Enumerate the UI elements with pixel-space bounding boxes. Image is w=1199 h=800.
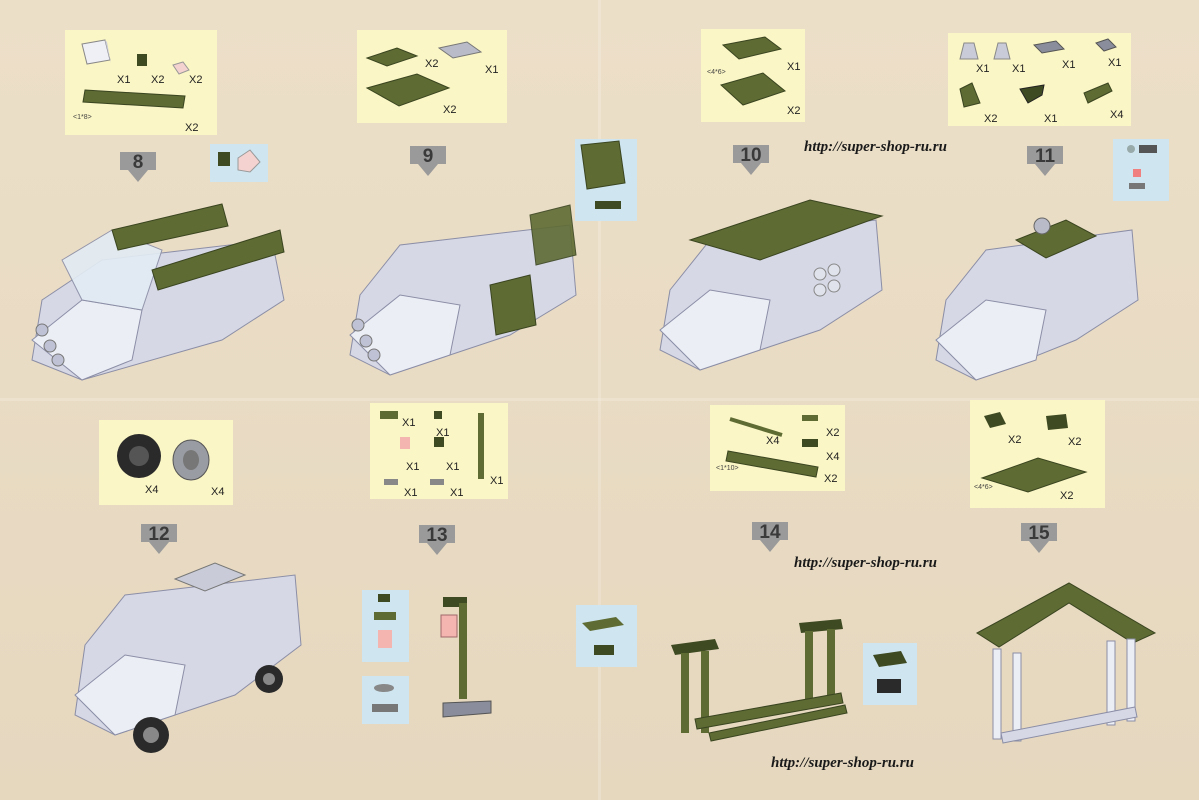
step-number-8: 8 <box>118 150 168 190</box>
part-quantity: X2 <box>824 473 838 485</box>
part-size-label: <4*6> <box>707 69 726 76</box>
paper-fold <box>0 398 1199 401</box>
part-quantity: X4 <box>766 435 780 447</box>
parts-illustration <box>719 36 787 106</box>
parts-illustration <box>81 39 190 109</box>
part-quantity: X1 <box>1012 63 1026 75</box>
part-quantity: X2 <box>185 122 199 134</box>
step-label: 12 <box>148 524 170 545</box>
lamp-post-step-13 <box>440 597 492 718</box>
step-number-14: 14 <box>750 520 800 560</box>
part-quantity: X1 <box>787 61 801 73</box>
part-quantity: X1 <box>976 63 990 75</box>
detail-callout <box>210 144 268 182</box>
parts-panel-step-13: X1 X1 X1 X1 X1 X1 X1 <box>370 403 508 499</box>
truck-assembly-step-9 <box>349 204 577 376</box>
parts-panel-step-12: X4 X4 <box>99 420 233 505</box>
step-number-13: 13 <box>417 523 467 563</box>
truck-assembly-step-10 <box>659 199 884 371</box>
parts-illustration <box>117 434 210 481</box>
part-quantity: X1 <box>490 475 504 487</box>
step-number-11: 11 <box>1025 144 1075 184</box>
step-label: 13 <box>426 525 448 546</box>
part-quantity: X1 <box>1062 59 1076 71</box>
parts-panel-step-8: X1 X2 X2 <1*8> X2 <box>65 30 217 135</box>
part-quantity: X1 <box>1044 113 1058 125</box>
truck-assembly-step-11 <box>935 217 1139 381</box>
parts-panel-step-10: X1 <4*6> X2 <box>701 29 805 122</box>
part-quantity: X2 <box>151 74 165 86</box>
step-number-10: 10 <box>731 143 781 183</box>
parts-panel-step-15: X2 X2 <4*6> X2 <box>970 400 1105 508</box>
part-quantity: X1 <box>1108 57 1122 69</box>
detail-callout <box>863 643 917 705</box>
website-url[interactable]: http://super-shop-ru.ru <box>794 555 937 571</box>
step-label: 14 <box>759 522 781 543</box>
part-quantity: X1 <box>117 74 131 86</box>
part-size-label: <4*6> <box>974 484 993 491</box>
part-quantity: X2 <box>189 74 203 86</box>
part-quantity: X2 <box>787 105 801 117</box>
part-quantity: X2 <box>1008 434 1022 446</box>
detail-callout <box>1113 139 1169 201</box>
part-quantity: X1 <box>485 64 499 76</box>
detail-callout <box>362 590 409 662</box>
fence-assembly-step-14 <box>671 619 848 742</box>
parts-panel-step-9: X2 X1 X2 <box>357 30 507 123</box>
step-number-12: 12 <box>139 522 189 562</box>
detail-callout <box>576 605 637 667</box>
part-quantity: X2 <box>1068 436 1082 448</box>
part-size-label: <1*8> <box>73 114 92 121</box>
step-label: 11 <box>1034 146 1056 167</box>
part-quantity: X1 <box>436 427 450 439</box>
parts-panel-step-11: X1 X1 X1 X1 X2 X1 X4 <box>948 33 1131 126</box>
part-quantity: X2 <box>425 58 439 70</box>
parts-illustration <box>725 415 819 478</box>
part-quantity: X1 <box>402 417 416 429</box>
paper-fold <box>598 0 601 800</box>
part-quantity: X1 <box>406 461 420 473</box>
part-quantity: X4 <box>826 451 840 463</box>
parts-illustration <box>959 38 1117 108</box>
parts-panel-step-14: X4 X2 X4 <1*10> X2 <box>710 405 845 491</box>
parts-illustration <box>380 411 484 485</box>
step-label: 15 <box>1028 523 1050 544</box>
parts-illustration <box>980 412 1088 493</box>
detail-callout <box>575 139 637 221</box>
truck-assembly-step-8 <box>31 203 285 381</box>
part-size-label: <1*10> <box>716 465 739 472</box>
website-url[interactable]: http://super-shop-ru.ru <box>804 139 947 155</box>
truck-assembly-step-12 <box>74 562 302 753</box>
part-quantity: X2 <box>826 427 840 439</box>
part-quantity: X4 <box>211 486 225 498</box>
part-quantity: X1 <box>446 461 460 473</box>
part-quantity: X4 <box>145 484 159 496</box>
part-quantity: X4 <box>1110 109 1124 121</box>
shelter-assembly-step-15 <box>976 582 1157 744</box>
step-number-15: 15 <box>1019 521 1069 561</box>
step-label: 8 <box>132 152 144 173</box>
step-label: 9 <box>422 146 434 167</box>
step-label: 10 <box>740 145 762 166</box>
detail-callout <box>362 676 409 724</box>
part-quantity: X2 <box>443 104 457 116</box>
part-quantity: X1 <box>450 487 464 499</box>
website-url[interactable]: http://super-shop-ru.ru <box>771 755 914 771</box>
part-quantity: X2 <box>1060 490 1074 502</box>
parts-illustration <box>365 41 483 107</box>
part-quantity: X2 <box>984 113 998 125</box>
part-quantity: X1 <box>404 487 418 499</box>
step-number-9: 9 <box>408 144 458 184</box>
